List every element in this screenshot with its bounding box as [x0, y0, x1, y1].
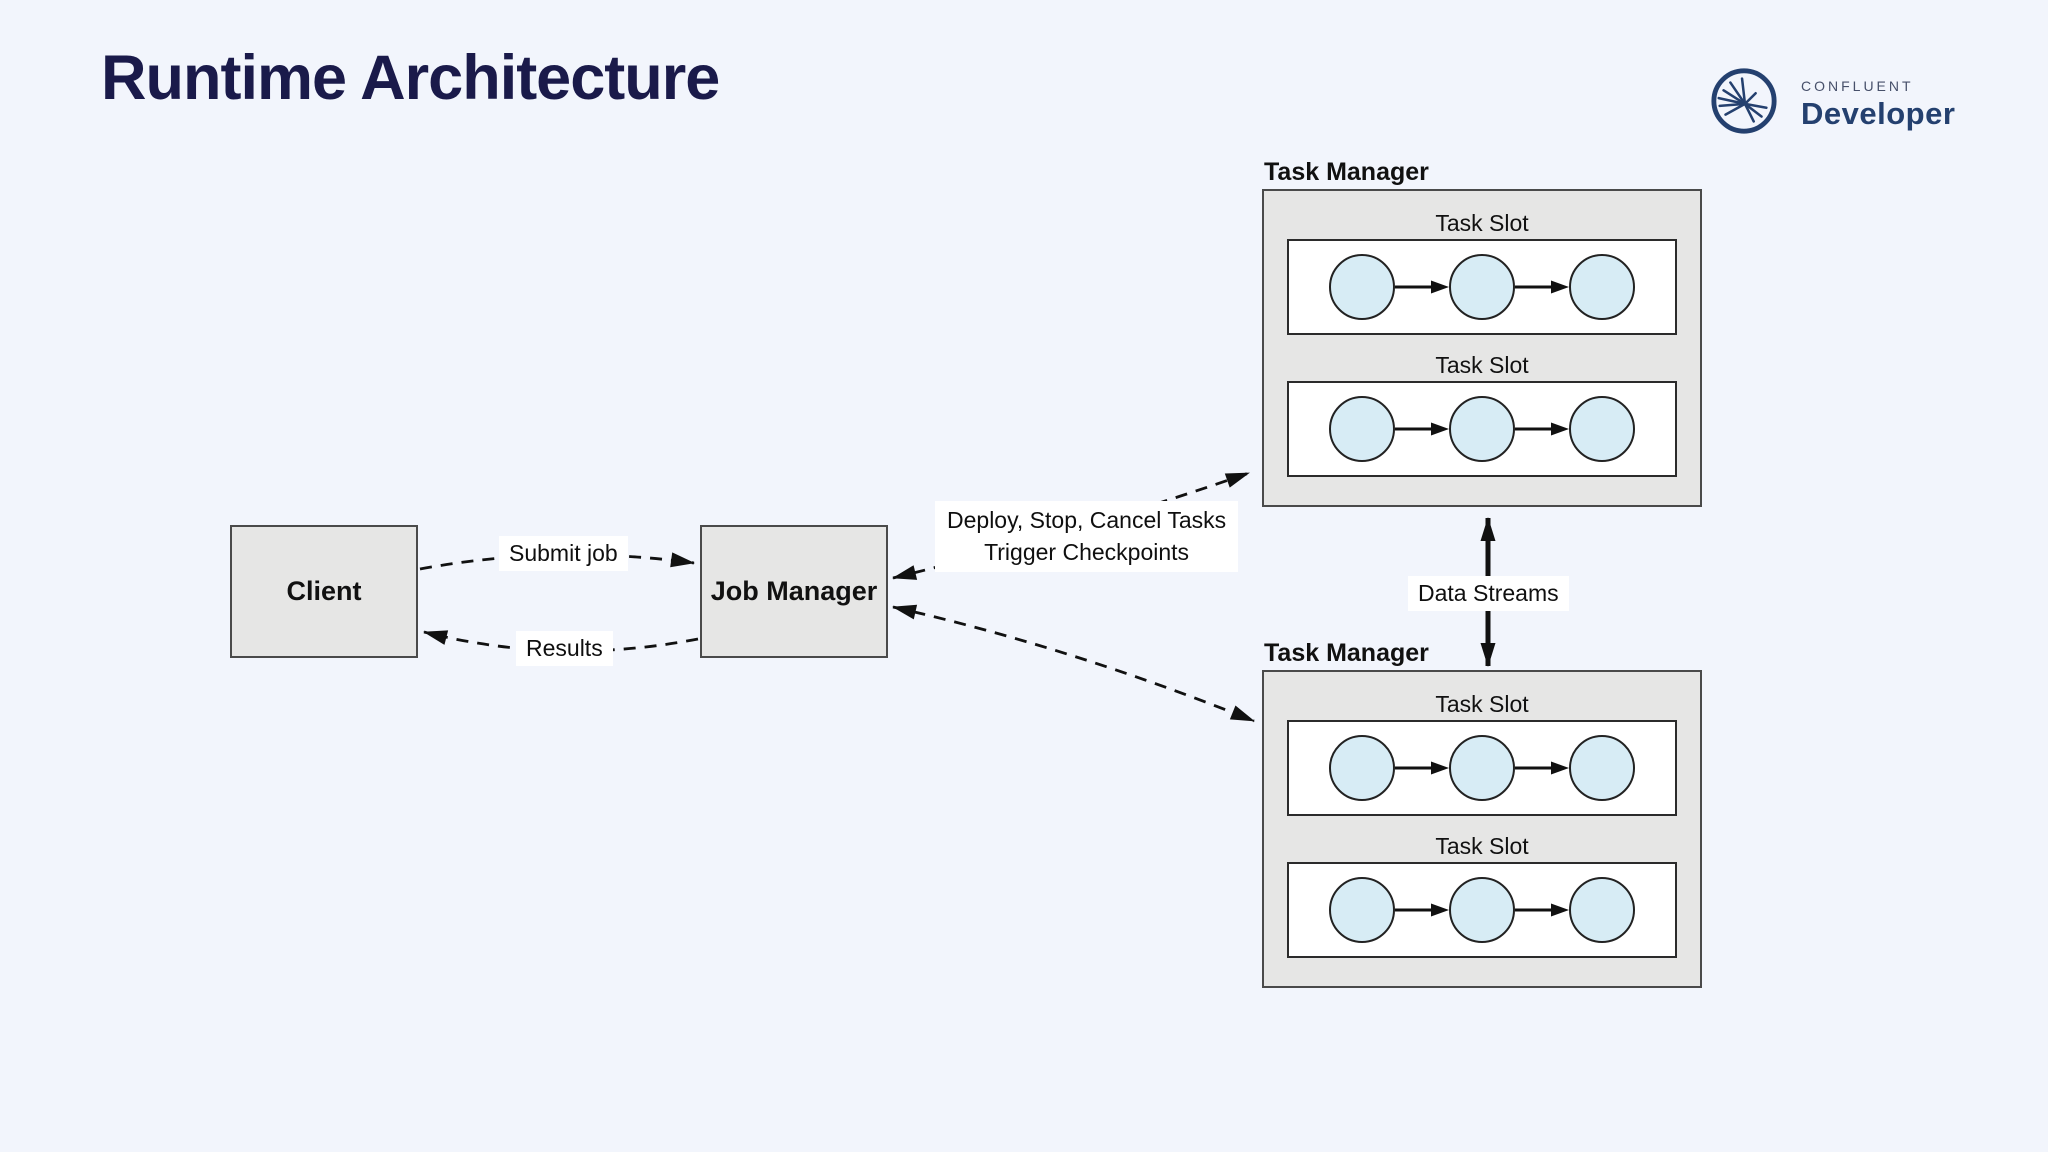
task-slot-box — [1287, 239, 1677, 335]
results-edge — [423, 630, 699, 653]
task-slot-box — [1287, 862, 1677, 958]
task-node — [1329, 877, 1395, 943]
task-manager-1-title: Task Manager — [1264, 158, 1429, 186]
task-slot-label: Task Slot — [1435, 691, 1529, 717]
task-slot-label: Task Slot — [1435, 210, 1529, 236]
deploy-edge-label: Deploy, Stop, Cancel Tasks Trigger Check… — [935, 501, 1239, 573]
job-manager-node: Job Manager — [700, 525, 888, 658]
task-arrow-icon — [1515, 761, 1569, 775]
task-manager-1: Task Manager Task Slot Task Slot — [1262, 158, 1702, 507]
task-node — [1449, 396, 1515, 462]
task-arrow-icon — [1395, 903, 1449, 917]
task-node — [1449, 877, 1515, 943]
logo-product: Developer — [1801, 96, 1956, 131]
task-slot-label: Task Slot — [1435, 833, 1529, 859]
task-arrow-icon — [1515, 280, 1569, 294]
data-streams-edge-label: Data Streams — [1408, 576, 1569, 611]
page-title: Runtime Architecture — [101, 43, 720, 113]
task-node — [1569, 877, 1635, 943]
task-node — [1569, 735, 1635, 801]
task-slot: Task Slot — [1287, 833, 1677, 958]
task-slot-box — [1287, 381, 1677, 477]
job-manager-task-manager-2-edge — [892, 604, 1255, 723]
deploy-edge-label-line2: Trigger Checkpoints — [984, 538, 1190, 565]
task-node — [1569, 254, 1635, 320]
task-manager-2-title: Task Manager — [1264, 639, 1429, 667]
task-manager-2-box: Task Slot Task Slot — [1262, 670, 1702, 988]
submit-job-edge-label: Submit job — [499, 536, 628, 571]
task-node — [1449, 254, 1515, 320]
client-node: Client — [230, 525, 418, 658]
task-slot: Task Slot — [1287, 691, 1677, 816]
task-arrow-icon — [1515, 422, 1569, 436]
client-label: Client — [286, 576, 362, 606]
results-edge-label: Results — [516, 631, 613, 666]
task-node — [1449, 735, 1515, 801]
task-node — [1569, 396, 1635, 462]
job-manager-label: Job Manager — [710, 576, 878, 606]
logo-text: CONFLUENT Developer — [1801, 66, 1955, 132]
task-arrow-icon — [1515, 903, 1569, 917]
deploy-edge-label-line1: Deploy, Stop, Cancel Tasks — [947, 507, 1227, 533]
task-node — [1329, 254, 1395, 320]
confluent-developer-logo: CONFLUENT Developer — [1709, 66, 1955, 136]
task-slot-box — [1287, 720, 1677, 816]
confluent-logo-icon — [1711, 68, 1777, 134]
task-manager-1-box: Task Slot Task Slot — [1262, 189, 1702, 507]
task-node — [1329, 396, 1395, 462]
logo-brand: CONFLUENT — [1801, 78, 1914, 94]
task-slot-label: Task Slot — [1435, 352, 1529, 378]
task-arrow-icon — [1395, 422, 1449, 436]
task-arrow-icon — [1395, 280, 1449, 294]
task-slot: Task Slot — [1287, 210, 1677, 335]
task-slot: Task Slot — [1287, 352, 1677, 477]
task-arrow-icon — [1395, 761, 1449, 775]
task-manager-2: Task Manager Task Slot Task Slot — [1262, 639, 1702, 988]
task-node — [1329, 735, 1395, 801]
